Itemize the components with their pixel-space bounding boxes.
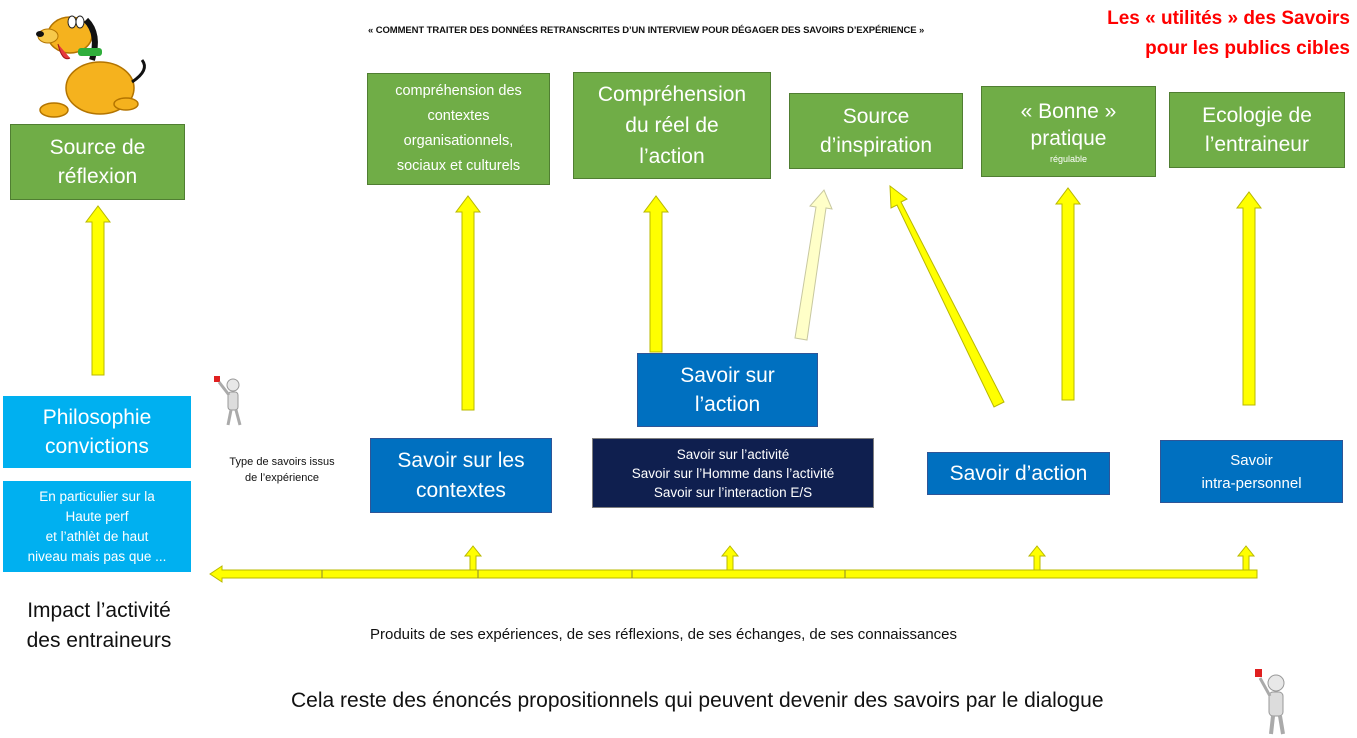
label-line: réflexion	[57, 165, 138, 188]
diagram-title: Les « utilités » des Savoirs pour les pu…	[1060, 4, 1350, 64]
figure-with-red-card-icon	[214, 376, 242, 426]
arrow-ecologie	[1236, 191, 1262, 406]
type-savoirs-label: Type de savoirs issus de l’expérience	[212, 454, 352, 486]
label-line: niveau mais pas que ...	[27, 548, 167, 564]
label-line: convictions	[45, 435, 149, 458]
label-line: des entraineurs	[26, 629, 172, 652]
box-en-particulier: En particulier sur la Haute perf et l’at…	[3, 481, 191, 572]
arrow-contextes	[455, 195, 481, 411]
label-line: pratique	[1030, 126, 1107, 150]
box-savoir-contextes: Savoir sur les contextes	[370, 438, 552, 513]
label-line: Savoir d’action	[949, 461, 1088, 485]
label-line: Philosophie	[42, 406, 152, 429]
label-line: organisationnels,	[403, 133, 514, 149]
label-line: compréhension des	[395, 83, 522, 99]
label-line: Savoir sur l’Homme dans l’activité	[631, 465, 835, 481]
title-line-1: Les « utilités » des Savoirs	[1107, 8, 1350, 29]
arrow-philosophie-reflexion	[85, 205, 111, 376]
label-line: Compréhension	[597, 83, 747, 106]
box-savoir-intra-personnel: Savoir intra-personnel	[1160, 440, 1343, 503]
box-savoir-action: Savoir d’action	[927, 452, 1110, 495]
box-bonne-pratique: « Bonne » pratique régulable	[981, 86, 1156, 177]
label-line: Savoir	[1230, 451, 1273, 469]
label-line: Savoir sur les	[397, 448, 525, 472]
label-line: contextes	[427, 108, 490, 124]
label-line: Savoir sur l’activité	[676, 446, 790, 462]
label-note: régulable	[1049, 153, 1087, 164]
conclusion-label: Cela reste des énoncés propositionnels q…	[291, 689, 1104, 712]
arrow-small-action	[1027, 545, 1047, 571]
label-line: l’action	[639, 145, 705, 168]
box-comprehension-contextes: compréhension des contextes organisation…	[367, 73, 550, 185]
label-line: Ecologie de	[1202, 104, 1312, 127]
box-philosophie-convictions: Philosophie convictions	[3, 396, 191, 468]
box-source-reflexion: Source de réflexion	[10, 124, 185, 200]
label-line: Savoir sur l’interaction E/S	[653, 484, 813, 500]
arrow-small-contextes	[463, 545, 483, 571]
label-line: du réel de	[625, 114, 719, 137]
label-line: l’entraineur	[1205, 133, 1309, 156]
label-line: Source de	[49, 136, 146, 159]
box-savoir-activite: Savoir sur l’activité Savoir sur l’Homme…	[592, 438, 874, 508]
produits-label: Produits de ses expériences, de ses réfl…	[370, 626, 958, 643]
impact-label: Impact l’activité des entraineurs	[6, 596, 192, 656]
arrow-pratique	[1055, 187, 1081, 401]
label-line: Impact l’activité	[27, 599, 171, 622]
arrow-action-inspiration-diagonal	[794, 189, 833, 341]
arrow-small-activite	[720, 545, 740, 571]
label-line: intra-personnel	[1201, 474, 1302, 492]
label-line: Haute perf	[65, 508, 129, 524]
label-line: En particulier sur la	[39, 488, 155, 504]
box-ecologie-entraineur: Ecologie de l’entraineur	[1169, 92, 1345, 168]
label-line: « Bonne »	[1020, 99, 1117, 123]
title-line-2: pour les publics cibles	[1145, 38, 1350, 59]
box-savoir-sur-action: Savoir sur l’action	[637, 353, 818, 427]
label-line: d’inspiration	[819, 134, 933, 157]
label-line: Type de savoirs issus	[229, 456, 335, 468]
label-line: Savoir sur	[680, 364, 775, 387]
label-line: et l’athlèt de haut	[45, 528, 149, 544]
arrow-reel	[643, 195, 669, 353]
label-line: contextes	[416, 478, 506, 502]
label-line: Source	[842, 105, 910, 128]
label-line: sociaux et culturels	[396, 158, 521, 174]
arrow-savoir-action-inspiration-diagonal	[889, 184, 1005, 408]
box-source-inspiration: Source d’inspiration	[789, 93, 963, 169]
diagram-subtitle: « COMMENT TRAITER DES DONNÉES RETRANSCRI…	[368, 25, 925, 36]
figure-with-red-card-icon-2	[1255, 669, 1285, 735]
dog-mascot-icon	[36, 15, 146, 118]
arrow-small-intra	[1236, 545, 1256, 571]
label-line: de l’expérience	[245, 472, 319, 484]
label-line: l’action	[694, 393, 761, 416]
box-comprehension-reel: Compréhension du réel de l’action	[573, 72, 771, 179]
